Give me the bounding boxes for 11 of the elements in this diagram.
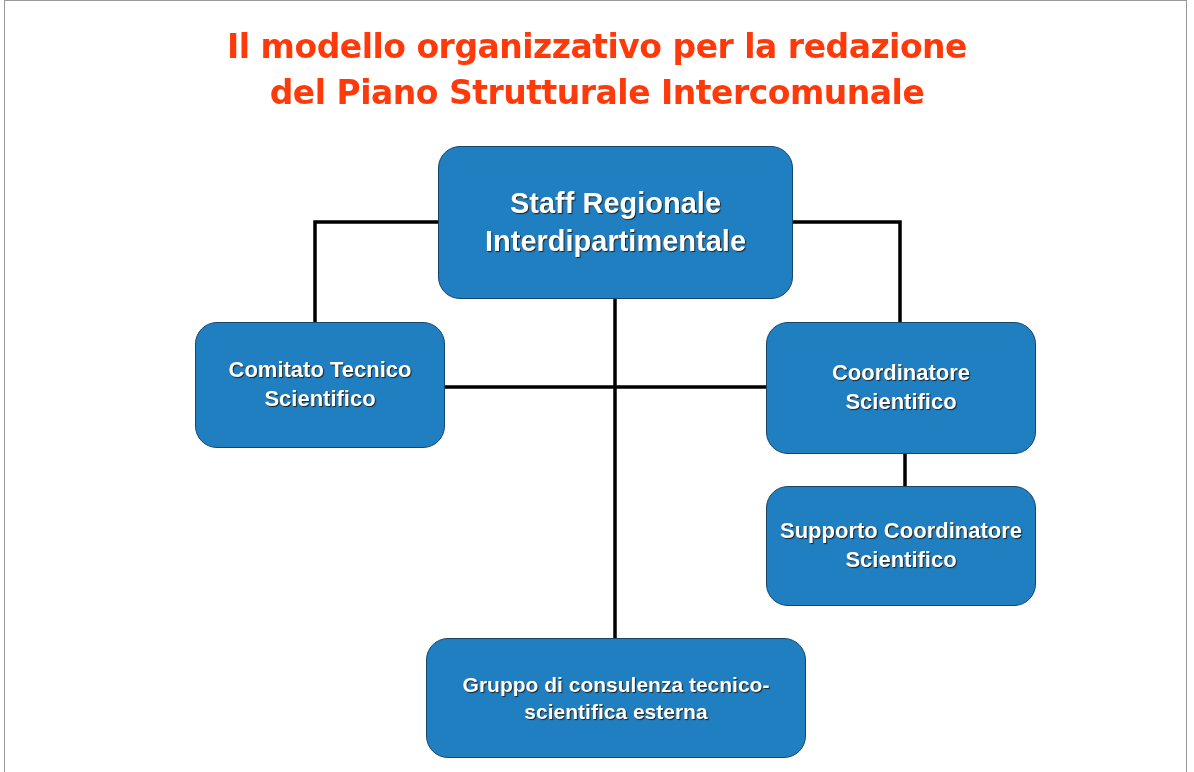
connector-line [793,220,902,322]
connector-line [903,454,907,486]
connector-line [313,220,438,322]
connector-line [613,299,617,638]
org-box: Coordinatore Scientifico [766,322,1036,454]
org-box: Staff Regionale Interdipartimentale [438,146,793,299]
org-box: Comitato Tecnico Scientifico [195,322,445,448]
title: Il modello organizzativo per la redazione del Piano Strutturale Intercomunale [226,26,968,114]
org-box: Gruppo di consulenza tecnico-scientifica esterna [426,638,806,758]
connector-line [445,385,766,389]
org-box: Supporto Coordinatore Scientifico [766,486,1036,606]
